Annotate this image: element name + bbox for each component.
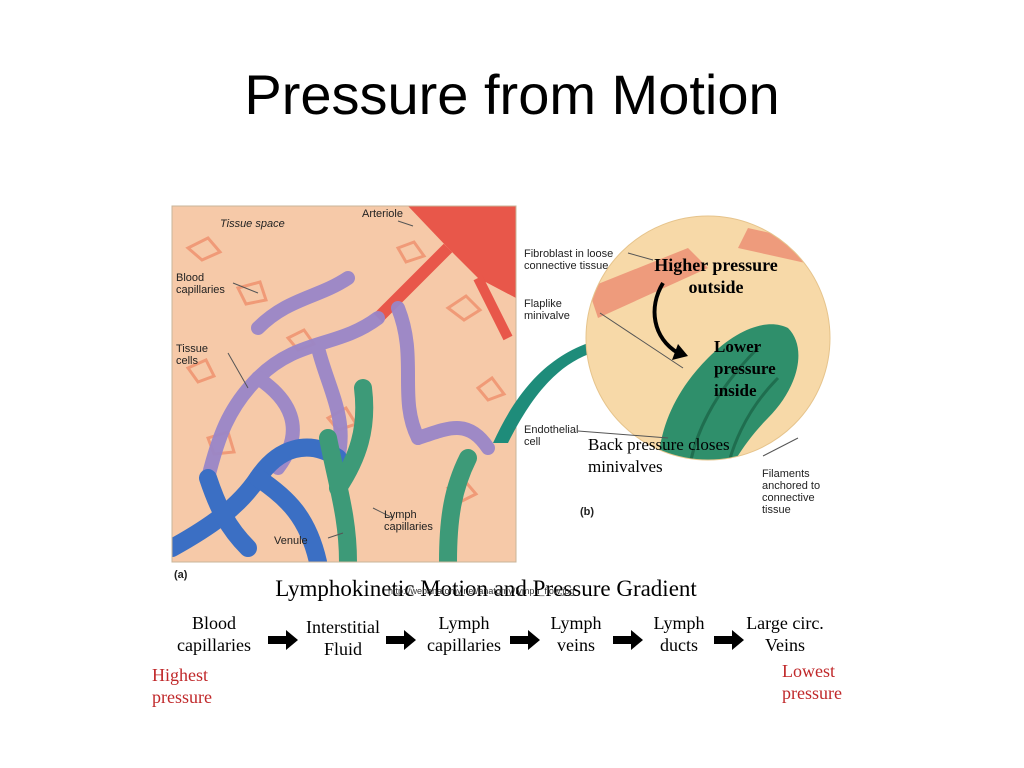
panel-a-tag: (a) — [174, 569, 188, 581]
panel-b-tag: (b) — [580, 506, 595, 518]
gradient-arrows — [268, 630, 744, 650]
label-lowest-pressure: Lowest pressure — [782, 661, 842, 703]
annotation-higher-pressure: Higher pressure outside — [654, 255, 778, 297]
label-arteriole: Arteriole — [362, 208, 403, 220]
illustration — [171, 205, 831, 650]
lymph-figure: Tissue space Arteriole Blood capillaries… — [148, 188, 860, 708]
label-lymph-capillaries: Lymph capillaries — [384, 509, 433, 533]
panel-b-art — [586, 216, 830, 460]
label-endothelial-cell: Endothelial cell — [524, 424, 579, 448]
step-interstitial-fluid: Interstitial Fluid — [306, 617, 380, 659]
label-flaplike-minivalve: Flaplike minivalve — [524, 298, 570, 322]
source-url: http://webanatomy.net/anatomy/lymph_flow… — [388, 586, 575, 596]
step-blood-capillaries: Blood capillaries — [177, 613, 251, 655]
label-blood-capillaries: Blood capillaries — [176, 272, 225, 296]
annotation-back-pressure: Back pressure closes minivalves — [588, 435, 730, 476]
label-highest-pressure: Highest pressure — [152, 665, 212, 707]
label-venule: Venule — [274, 535, 308, 547]
panel-a-art — [172, 206, 516, 562]
slide-title: Pressure from Motion — [244, 63, 780, 126]
label-tissue-space: Tissue space — [220, 218, 285, 230]
step-lymph-veins: Lymph veins — [550, 613, 602, 655]
step-large-circ-veins: Large circ. Veins — [746, 613, 824, 655]
label-fibroblast: Fibroblast in loose connective tissue — [524, 248, 614, 272]
gradient-title: Lymphokinetic Motion and Pressure Gradie… — [275, 576, 697, 601]
label-filaments: Filaments anchored to connective tissue — [762, 468, 821, 516]
step-lymph-ducts: Lymph ducts — [653, 613, 705, 655]
label-tissue-cells: Tissue cells — [176, 343, 208, 367]
annotation-lower-pressure: Lower pressure inside — [714, 337, 776, 400]
step-lymph-capillaries: Lymph capillaries — [427, 613, 501, 655]
